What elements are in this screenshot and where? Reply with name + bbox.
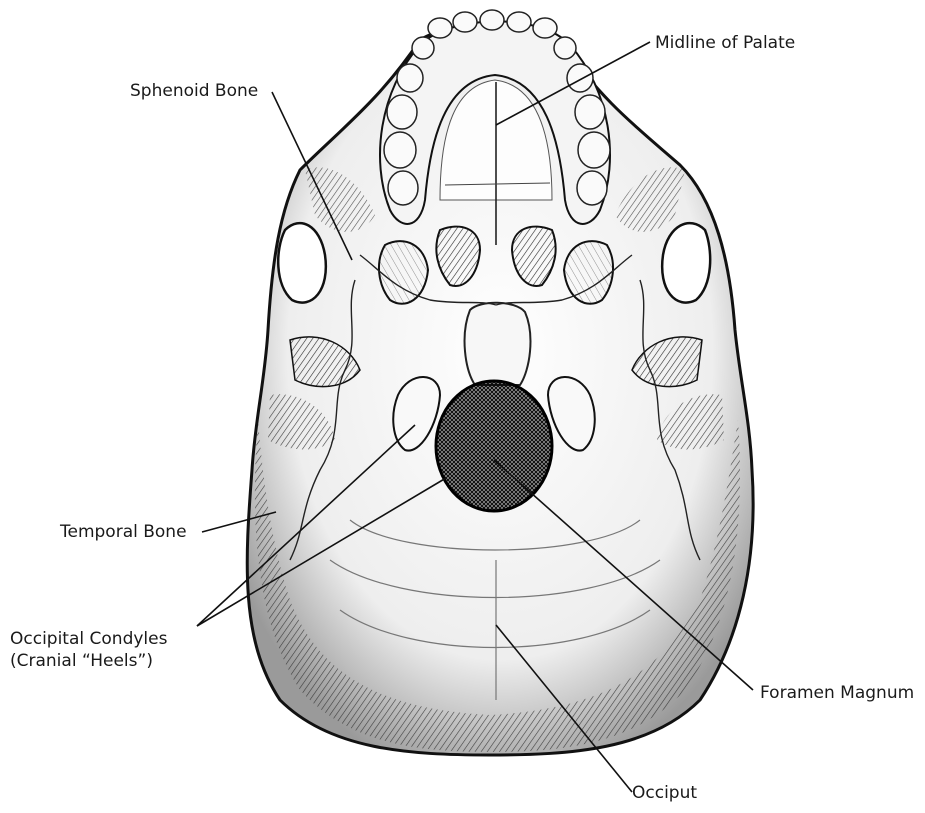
basilar-part — [465, 303, 531, 385]
label-occiput: Occiput — [632, 782, 697, 804]
left-zygomatic-opening — [278, 223, 326, 302]
right-zygomatic-opening — [662, 223, 710, 302]
label-foramen-magnum: Foramen Magnum — [760, 682, 914, 704]
label-occipital-condyles: Occipital Condyles (Cranial “Heels”) — [10, 628, 210, 672]
label-sphenoid-bone: Sphenoid Bone — [130, 80, 258, 102]
label-occipital-condyles-line2: (Cranial “Heels”) — [10, 650, 210, 672]
label-temporal-bone: Temporal Bone — [60, 521, 187, 543]
label-midline-of-palate: Midline of Palate — [655, 32, 795, 54]
label-occipital-condyles-line1: Occipital Condyles — [10, 628, 210, 650]
